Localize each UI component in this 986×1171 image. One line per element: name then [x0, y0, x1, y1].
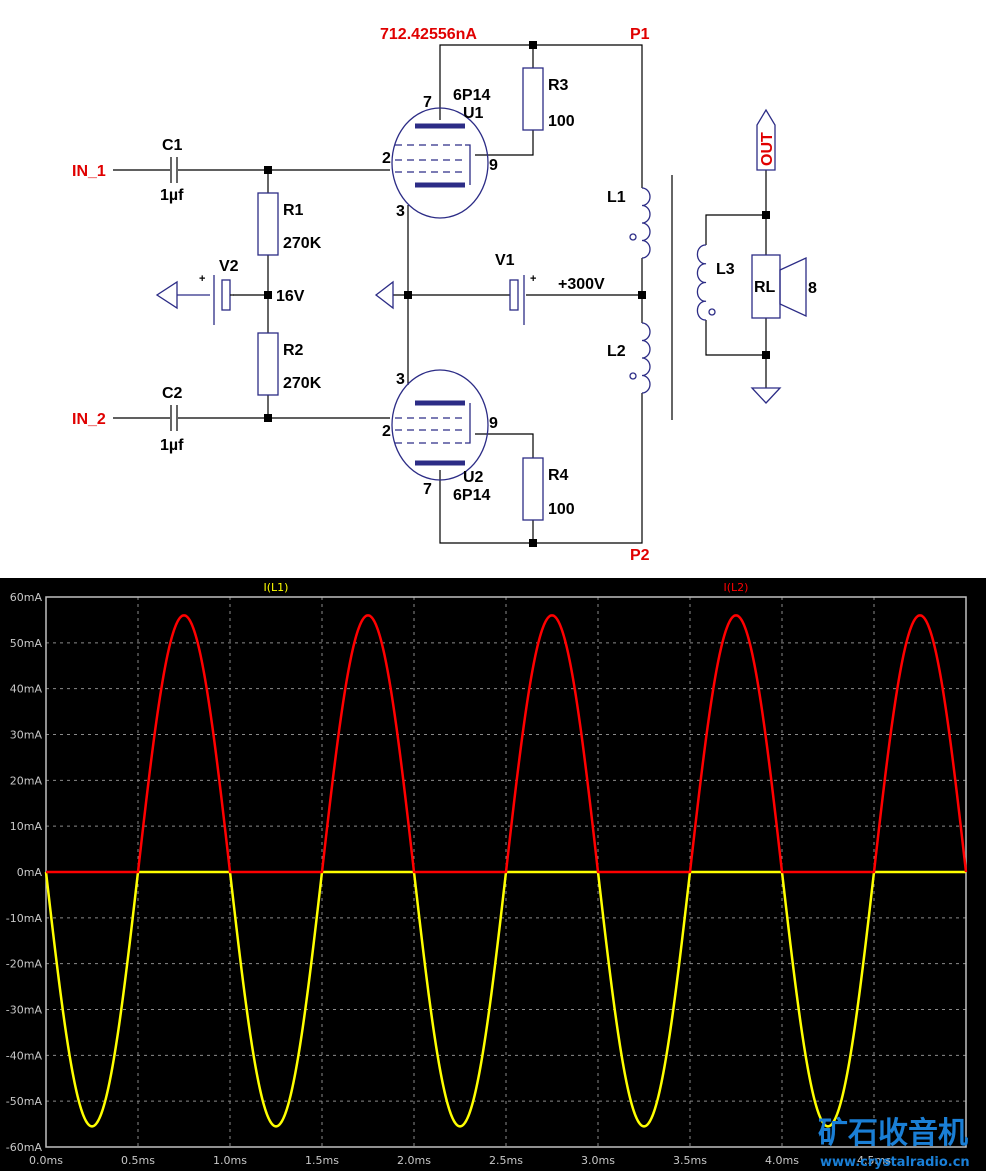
inductor-l3 [696, 244, 707, 321]
y-tick-label: 20mA [10, 774, 43, 787]
y-tick-label: 50mA [10, 637, 43, 650]
y-tick-label: -50mA [6, 1095, 43, 1108]
x-tick-label: 0.0ms [29, 1154, 63, 1167]
supply-voltage-label: +300V [558, 276, 605, 293]
u2-name: U2 [463, 469, 484, 486]
polarity-v1: + [530, 273, 536, 285]
legend-entry: I(L2) [724, 581, 749, 594]
y-axis-ticks: 60mA 50mA 40mA 30mA 20mA 10mA 0mA -10mA -20mA -30… [6, 591, 43, 1154]
x-tick-label: 2.0ms [397, 1154, 431, 1167]
battery-v1 [509, 275, 525, 325]
waveform-chart: 60mA 50mA 40mA 30mA 20mA 10mA 0mA -10mA -20mA -30… [0, 578, 986, 1171]
x-axis-ticks: 0.0ms 0.5ms 1.0ms 1.5ms 2.0ms 2.5ms 3.0ms 3.5ms… [29, 1154, 891, 1167]
x-tick-label: 0.5ms [121, 1154, 155, 1167]
schematic: IN_1 IN_2 712.42556nA P1 P2 OUT C1 1µf C… [0, 0, 986, 578]
ground-icon-left [155, 280, 210, 310]
resistor-r4 [522, 457, 544, 521]
node-label-p1: P1 [630, 26, 650, 43]
speaker-icon [779, 256, 807, 318]
ground-icon-center [374, 280, 394, 310]
capacitor-c1 [170, 157, 178, 183]
pin-9-u2: 9 [489, 415, 498, 432]
r3-value: 100 [548, 113, 575, 130]
y-tick-label: 60mA [10, 591, 43, 604]
resistor-r3 [522, 67, 544, 131]
u1-value: 6P14 [453, 87, 490, 104]
legend-entry: I(L1) [264, 581, 289, 594]
r1-name: R1 [283, 202, 304, 219]
pin-2-u2: 2 [382, 423, 391, 440]
bias-voltage-label: 16V [276, 288, 305, 305]
r4-value: 100 [548, 501, 575, 518]
y-tick-label: -60mA [6, 1141, 43, 1154]
c2-value: 1µf [160, 437, 184, 454]
y-tick-label: -20mA [6, 958, 43, 971]
l3-name: L3 [716, 261, 735, 278]
input-label-2: IN_2 [72, 411, 106, 428]
c1-value: 1µf [160, 187, 184, 204]
node-label-p2: P2 [630, 547, 650, 564]
output-port-icon [756, 108, 776, 171]
c2-name: C2 [162, 385, 183, 402]
battery-v2 [213, 275, 234, 325]
x-tick-label: 4.5ms [857, 1154, 891, 1167]
wires [113, 44, 767, 544]
resistor-r2 [257, 332, 279, 396]
watermark-url: www.crystalradio.cn [820, 1155, 970, 1170]
pin-7-u2: 7 [423, 481, 432, 498]
pin-7-u1: 7 [423, 94, 432, 111]
v2-name: V2 [219, 258, 239, 275]
legend: I(L1) I(L2) [264, 581, 749, 594]
r1-value: 270K [283, 235, 322, 252]
r2-value: 270K [283, 375, 322, 392]
y-tick-label: 10mA [10, 820, 43, 833]
capacitor-c2 [170, 405, 178, 431]
y-tick-label: 40mA [10, 683, 43, 696]
tube-u2 [391, 369, 489, 481]
x-tick-label: 3.0ms [581, 1154, 615, 1167]
inductor-l1 [641, 187, 651, 259]
v1-name: V1 [495, 252, 515, 269]
pin-3-u1: 3 [396, 203, 405, 220]
current-readout: 712.42556nA [380, 26, 477, 43]
u1-name: U1 [463, 105, 484, 122]
watermark: 矿石收音机 www.crystalradio.cn [818, 1116, 970, 1170]
watermark-title: 矿石收音机 [818, 1116, 968, 1151]
r4-name: R4 [548, 467, 569, 484]
c1-name: C1 [162, 137, 183, 154]
output-label: OUT [759, 132, 776, 166]
y-tick-label: -30mA [6, 1004, 43, 1017]
x-tick-label: 2.5ms [489, 1154, 523, 1167]
y-tick-label: 30mA [10, 729, 43, 742]
resistor-r1 [257, 192, 279, 256]
x-tick-label: 1.5ms [305, 1154, 339, 1167]
input-label-1: IN_1 [72, 163, 106, 180]
r3-name: R3 [548, 77, 569, 94]
x-tick-label: 1.0ms [213, 1154, 247, 1167]
junctions [264, 41, 770, 547]
rl-name: RL [754, 279, 776, 296]
pin-3-u2: 3 [396, 371, 405, 388]
tube-u1 [391, 107, 489, 219]
y-tick-label: -10mA [6, 912, 43, 925]
y-tick-label: 0mA [17, 866, 43, 879]
r2-name: R2 [283, 342, 304, 359]
l1-name: L1 [607, 189, 626, 206]
y-tick-label: -40mA [6, 1049, 43, 1062]
series-line [45, 614, 968, 874]
inductor-l2 [641, 322, 651, 394]
l2-name: L2 [607, 343, 626, 360]
ground-icon-right [750, 387, 782, 404]
x-tick-label: 4.0ms [765, 1154, 799, 1167]
x-tick-label: 3.5ms [673, 1154, 707, 1167]
pin-9-u1: 9 [489, 157, 498, 174]
u2-value: 6P14 [453, 487, 490, 504]
rl-value: 8 [808, 280, 817, 297]
traces [44, 614, 968, 1128]
polarity-v2: + [199, 273, 205, 285]
pin-2-u1: 2 [382, 150, 391, 167]
